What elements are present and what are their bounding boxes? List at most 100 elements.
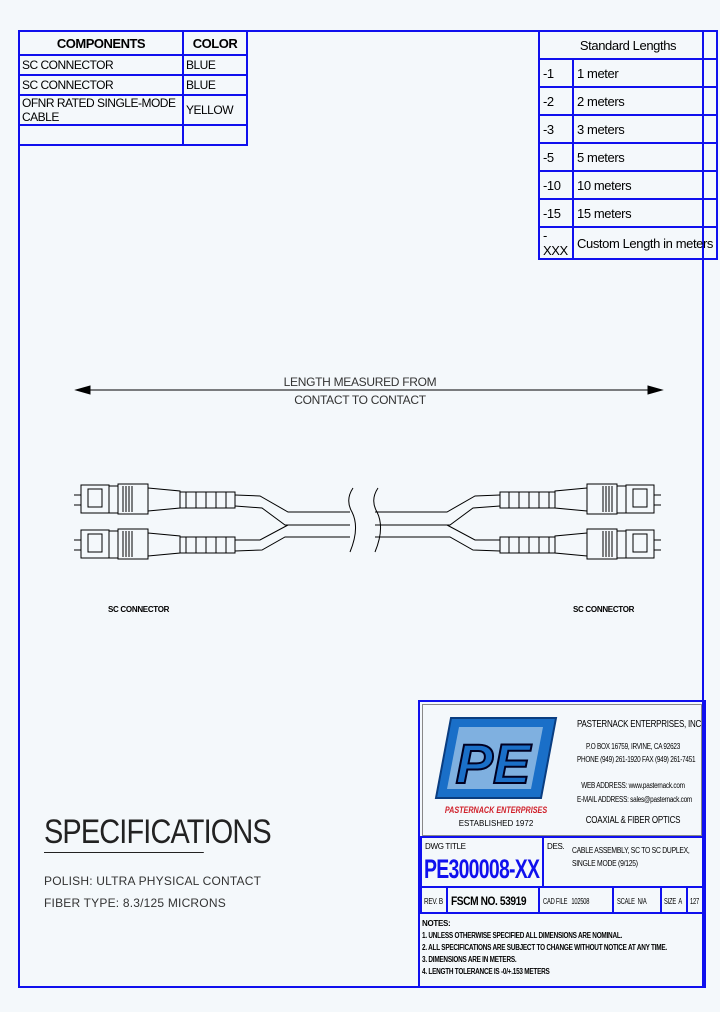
description-line-2: SINGLE MODE (9/125) [572, 859, 638, 868]
length-value: 10 meters [571, 170, 719, 200]
company-web-wrap: WEB ADDRESS: www.pasternack.com [563, 781, 701, 790]
cable-break-marks [348, 487, 381, 553]
scale: SCALE N/A [617, 897, 647, 906]
length-code: -10 [538, 170, 574, 200]
company-tagline: COAXIAL & FIBER OPTICS [585, 815, 681, 826]
right-connector-label: SC CONNECTOR [573, 605, 635, 614]
length-code: -XXX [538, 226, 574, 260]
length-code: -5 [538, 142, 574, 172]
length-code: -15 [538, 198, 574, 228]
company-email: E-MAIL ADDRESS: sales@pasternack.com [577, 795, 692, 804]
sheet-number: 127 [690, 897, 699, 906]
specifications-title: SPECIFICATIONS [44, 813, 272, 853]
part-number: PE300008-XX [424, 854, 540, 884]
dwg-title-label: DWG TITLE [425, 842, 466, 851]
right-sc-connector [375, 483, 662, 560]
company-name: PASTERNACK ENTERPRISES, INC. [577, 719, 702, 730]
logo-company-name: PASTERNACK ENTERPRISES [444, 805, 548, 815]
header-color: COLOR [182, 30, 248, 56]
component-color [182, 124, 248, 146]
logo-text: PE [456, 732, 532, 795]
header-components: COMPONENTS [18, 30, 184, 56]
component-color: BLUE [182, 74, 248, 96]
note-item: 2. ALL SPECIFICATIONS ARE SUBJECT TO CHA… [422, 943, 667, 952]
notes-label: NOTES: [422, 919, 451, 928]
part-number-wrap: PE300008-XX [424, 854, 542, 884]
company-phone-wrap: PHONE (949) 261-1920 FAX (949) 261-7451 [563, 755, 701, 764]
cad-file: CAD FILE 102508 [543, 897, 590, 906]
specifications-list: POLISH: ULTRA PHYSICAL CONTACT FIBER TYP… [44, 870, 261, 914]
revision: REV. B [424, 897, 443, 906]
description-line-1-wrap: CABLE ASSEMBLY, SC TO SC DUPLEX, [572, 846, 704, 855]
component-color: BLUE [182, 54, 248, 76]
company-name-wrap: PASTERNACK ENTERPRISES, INC. [563, 719, 702, 730]
size: SIZE A [664, 897, 683, 906]
fscm-cell: FSCM NO. 53919 [446, 886, 540, 914]
length-value: 5 meters [571, 142, 719, 172]
length-value: 2 meters [571, 86, 719, 116]
length-value: 15 meters [571, 198, 719, 228]
revision-cell: REV. B [420, 886, 448, 914]
note-item: 3. DIMENSIONS ARE IN METERS. [422, 955, 517, 964]
length-value: 1 meter [571, 58, 719, 88]
length-value: 3 meters [571, 114, 719, 144]
dimension-line-1: LENGTH MEASURED FROM [283, 375, 437, 389]
dimension-line-2: CONTACT TO CONTACT [294, 393, 426, 407]
component-name: OFNR RATED SINGLE-MODE CABLE [18, 94, 184, 126]
established-text: ESTABLISHED 1972 [458, 819, 534, 828]
description-line-1: CABLE ASSEMBLY, SC TO SC DUPLEX, [572, 846, 690, 855]
description-line-2-wrap: SINGLE MODE (9/125) [572, 859, 649, 868]
left-sc-connector [73, 483, 350, 560]
company-phone: PHONE (949) 261-1920 FAX (949) 261-7451 [577, 755, 696, 764]
cable-drawing [73, 385, 664, 560]
lengths-title: Standard Lengths [537, 30, 719, 60]
company-panel: PE PASTERNACK ENTERPRISES ESTABLISHED 19… [422, 704, 702, 836]
logo-company-name-wrap: PASTERNACK ENTERPRISES [431, 805, 561, 815]
pe-logo: PE [434, 717, 558, 799]
length-code: -1 [538, 58, 574, 88]
component-name: SC CONNECTOR [18, 74, 184, 96]
component-color: YELLOW [182, 94, 248, 126]
component-name [18, 124, 184, 146]
dwg-title-cell: DWG TITLE PE300008-XX [420, 836, 544, 888]
note-item: 1. UNLESS OTHERWISE SPECIFIED ALL DIMENS… [422, 931, 623, 940]
table-row [18, 124, 248, 146]
scale-cell: SCALE N/A [612, 886, 662, 914]
length-value: Custom Length in meters [571, 226, 719, 260]
description-cell: DES. CABLE ASSEMBLY, SC TO SC DUPLEX, SI… [542, 836, 706, 888]
notes: NOTES: 1. UNLESS OTHERWISE SPECIFIED ALL… [422, 918, 720, 978]
company-address-wrap: P.O BOX 16759, IRVINE, CA 92623 [563, 742, 701, 751]
company-address: P.O BOX 16759, IRVINE, CA 92623 [585, 742, 681, 751]
dimension-arrow [74, 385, 664, 395]
size-cell: SIZE A [660, 886, 688, 914]
spec-fiber-type: FIBER TYPE: 8.3/125 MICRONS [44, 896, 226, 910]
company-tagline-wrap: COAXIAL & FIBER OPTICS [563, 815, 701, 826]
length-code: -3 [538, 114, 574, 144]
dimension-label: LENGTH MEASURED FROM CONTACT TO CONTACT [240, 373, 480, 409]
title-block: PE PASTERNACK ENTERPRISES ESTABLISHED 19… [418, 700, 706, 988]
sheet-cell: 127 [686, 886, 706, 914]
company-web: WEB ADDRESS: www.pasternack.com [581, 781, 685, 790]
note-item: 4. LENGTH TOLERANCE IS -0/+.153 METERS [422, 967, 550, 976]
company-email-wrap: E-MAIL ADDRESS: sales@pasternack.com [563, 795, 701, 804]
cad-file-cell: CAD FILE 102508 [538, 886, 614, 914]
left-connector-label: SC CONNECTOR [108, 605, 170, 614]
length-code: -2 [538, 86, 574, 116]
des-label: DES. [547, 842, 565, 851]
fscm-number: FSCM NO. 53919 [451, 894, 527, 908]
spec-polish: POLISH: ULTRA PHYSICAL CONTACT [44, 874, 262, 888]
component-name: SC CONNECTOR [18, 54, 184, 76]
drawing-frame [18, 30, 704, 988]
